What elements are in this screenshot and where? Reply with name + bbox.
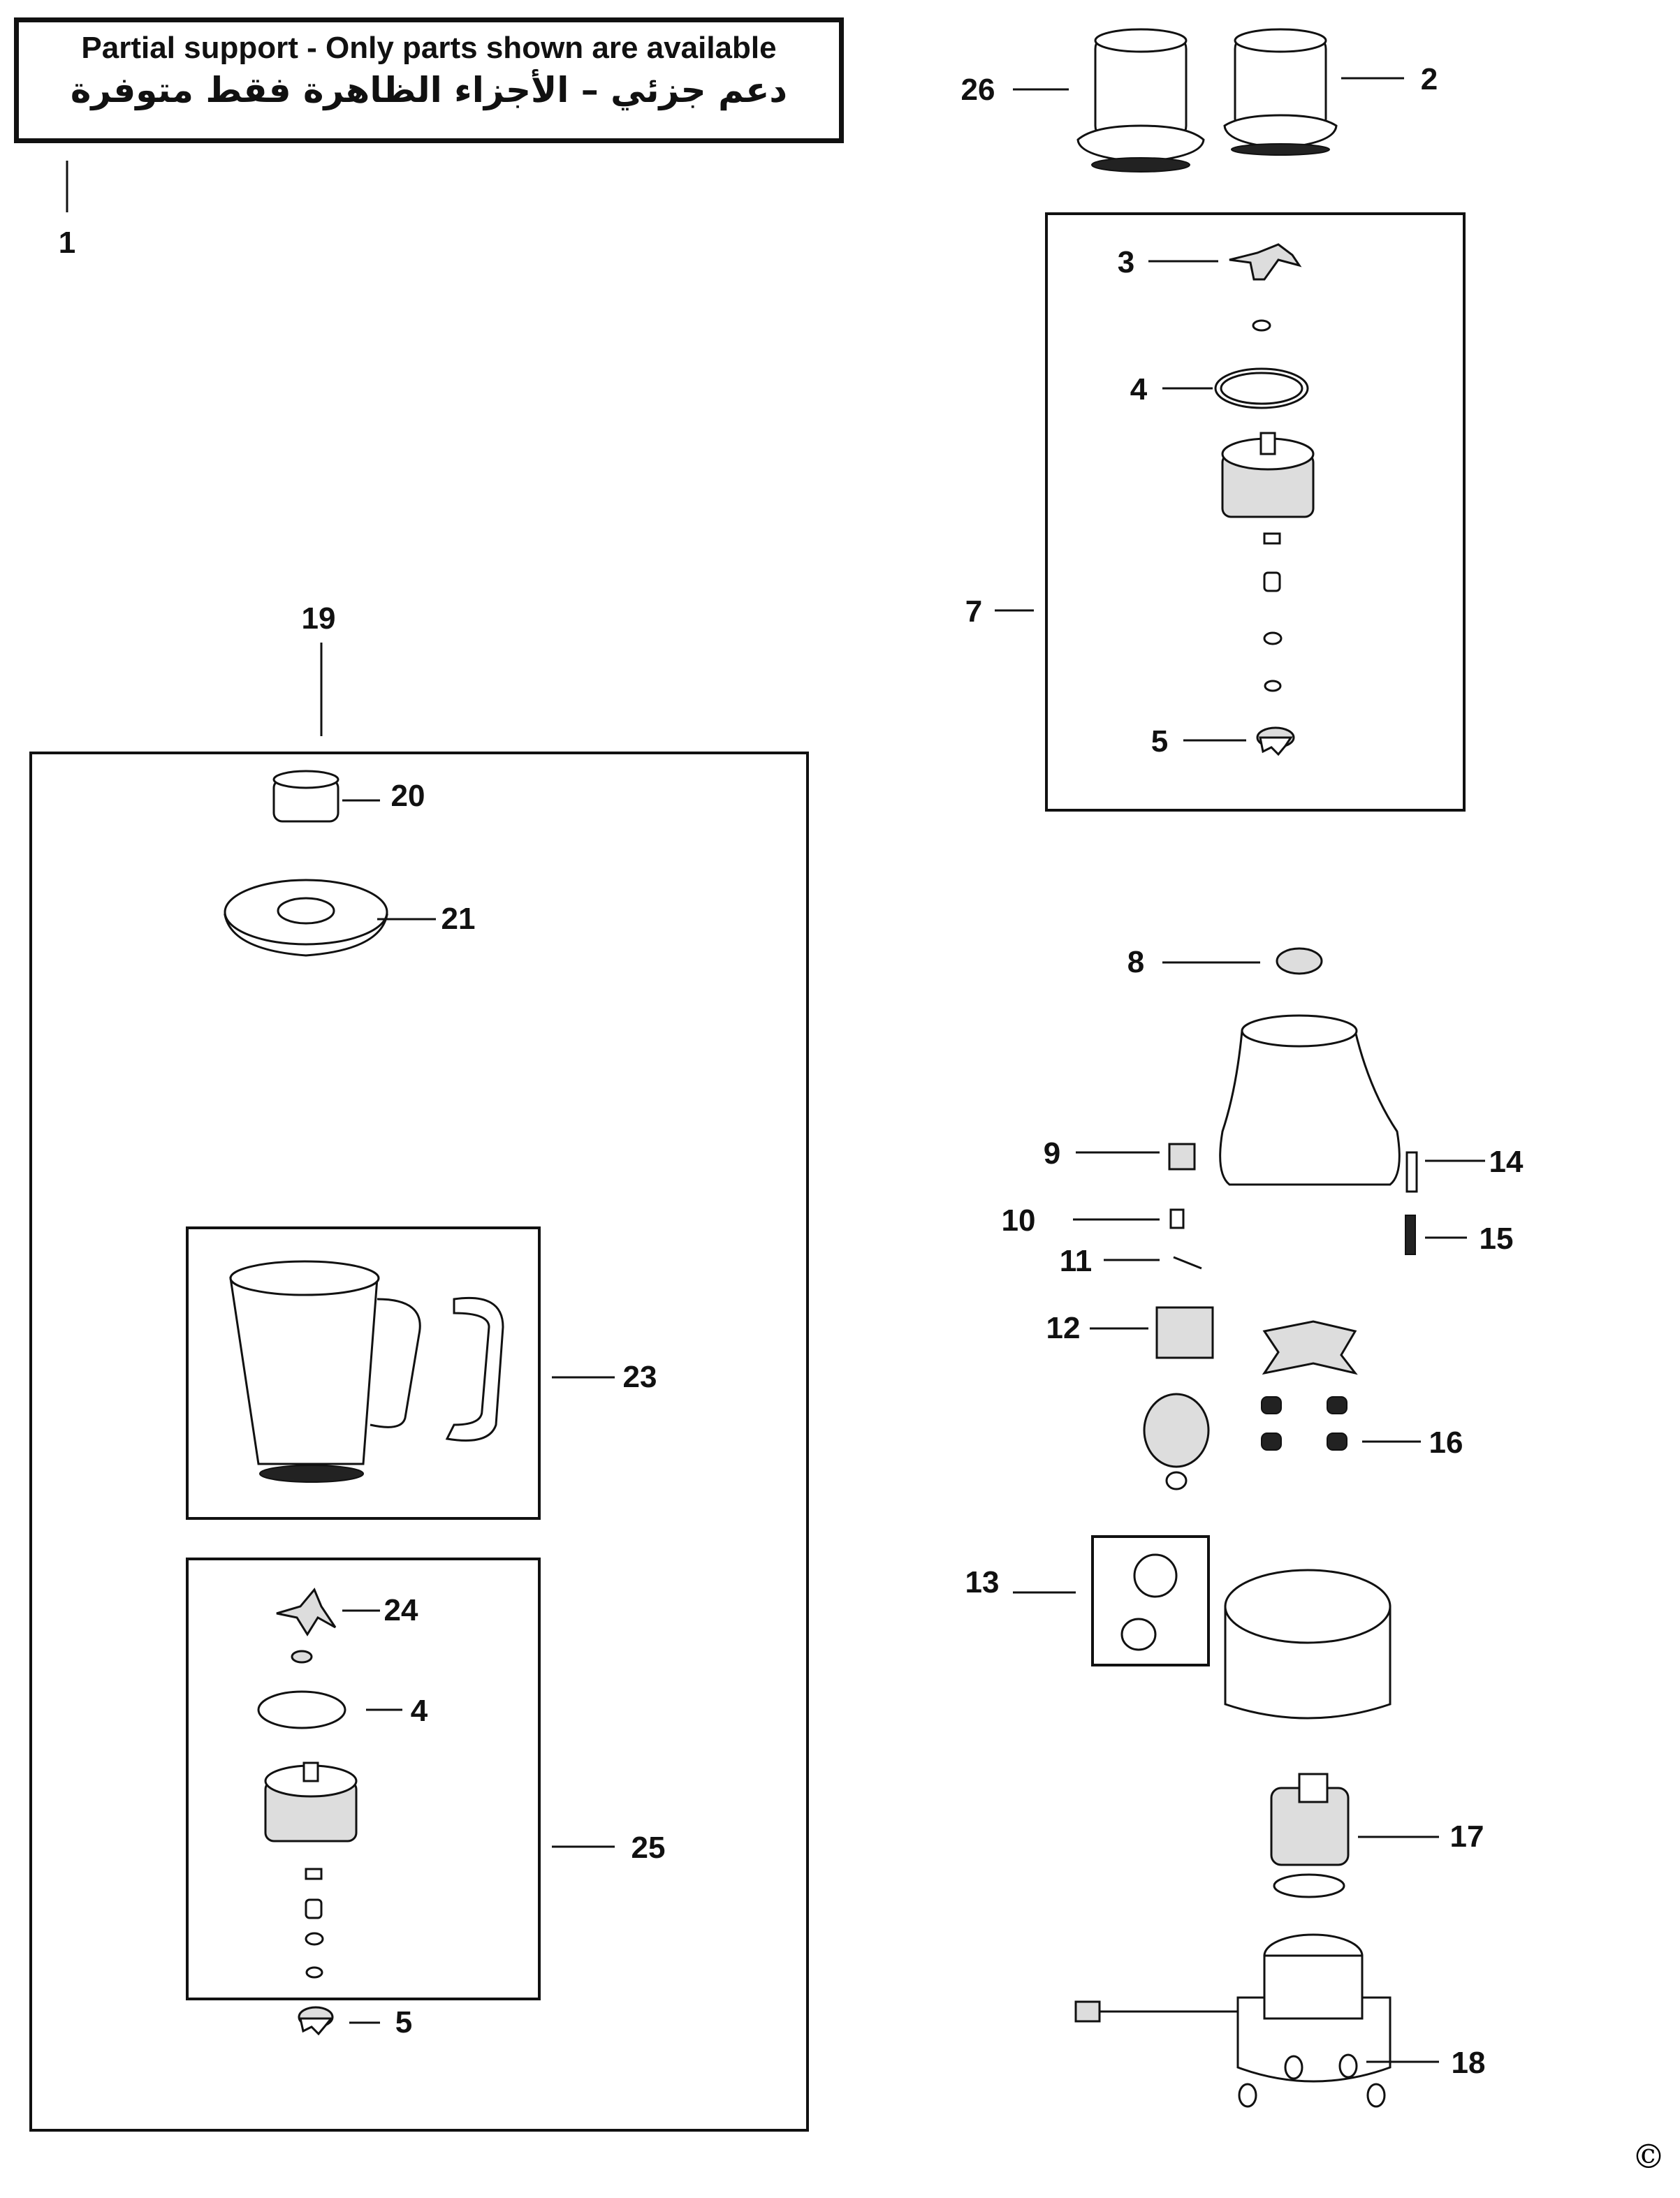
part-10-actuator: [1169, 1208, 1185, 1229]
panel-knob-hole: [1133, 1553, 1178, 1598]
label-3: 3: [1118, 245, 1134, 279]
part-3-blade: [1229, 243, 1302, 281]
washer: [291, 1650, 313, 1664]
label-10: 10: [1002, 1203, 1036, 1238]
part-5-coupler: [298, 2006, 334, 2036]
knob: [1143, 1393, 1210, 1468]
label-14: 14: [1489, 1145, 1524, 1179]
seal-ring-inner: [1220, 372, 1303, 405]
label-4b: 4: [411, 1694, 428, 1728]
notice-arabic: دعم جزئي – الأجزاء الظاهرة فقط متوفرة: [70, 70, 788, 110]
nut: [1165, 1471, 1188, 1490]
washer: [305, 1966, 323, 1979]
bushing: [1263, 532, 1281, 545]
part-18-feet-screws: [1238, 2053, 1386, 2108]
motor-housing: [1224, 1569, 1392, 1720]
label-4: 4: [1130, 372, 1148, 406]
part-4-seal-ring: [257, 1690, 346, 1729]
part-26-cup: [1076, 28, 1205, 173]
part-11-spring: [1173, 1256, 1202, 1270]
notice-english: Partial support - Only parts shown are a…: [81, 31, 777, 65]
label-5b: 5: [395, 2005, 412, 2039]
part-21-lid: [224, 879, 388, 957]
label-20: 20: [391, 779, 425, 813]
label-21: 21: [441, 902, 476, 936]
spacer: [1263, 571, 1281, 592]
jug-assembly-box-19: [29, 752, 809, 2132]
blade-assembly-box-7: [1045, 212, 1466, 812]
bushing: [305, 1868, 323, 1880]
panel-button-hole: [1120, 1618, 1157, 1651]
washer: [1264, 680, 1282, 692]
label-1: 1: [59, 226, 75, 260]
blade-holder: [1221, 432, 1315, 518]
washer: [1263, 631, 1283, 645]
label-2: 2: [1421, 62, 1438, 96]
label-26: 26: [961, 73, 995, 107]
label-18: 18: [1452, 2046, 1486, 2080]
label-12: 12: [1046, 1311, 1081, 1345]
partial-support-notice: Partial support - Only parts shown are a…: [14, 17, 844, 143]
label-9: 9: [1044, 1136, 1060, 1171]
label-23: 23: [623, 1360, 657, 1394]
label-25: 25: [631, 1831, 666, 1865]
jug-box-23: [186, 1226, 541, 1520]
part-9-switch: [1168, 1143, 1196, 1171]
label-16: 16: [1429, 1426, 1463, 1460]
part-2-cup: [1223, 28, 1338, 156]
label-24: 24: [384, 1593, 418, 1627]
part-20-cap: [272, 770, 339, 823]
part-16-feet: [1261, 1396, 1347, 1451]
part-23-jug: [229, 1260, 504, 1483]
label-11: 11: [1060, 1244, 1093, 1278]
part-12-knob-plate: [1155, 1306, 1214, 1359]
label-5: 5: [1151, 724, 1168, 759]
part-14-pin: [1405, 1151, 1418, 1193]
part-17-motor: [1270, 1773, 1350, 1898]
part-15-rod: [1405, 1215, 1416, 1255]
label-7: 7: [965, 594, 982, 629]
label-17: 17: [1450, 1819, 1484, 1854]
mounting-plate: [1262, 1320, 1358, 1375]
label-15: 15: [1480, 1222, 1514, 1256]
washer: [1252, 319, 1271, 332]
part-24-blade: [276, 1588, 337, 1636]
blade-holder: [264, 1761, 358, 1842]
label-13: 13: [965, 1565, 1000, 1599]
part-5-coupler: [1256, 726, 1295, 756]
washer: [305, 1932, 324, 1946]
label-8: 8: [1127, 945, 1144, 979]
part-8-coupler: [1276, 947, 1323, 975]
label-19: 19: [302, 601, 336, 636]
spacer: [305, 1898, 323, 1919]
upper-housing: [1219, 1014, 1401, 1186]
blade-box-25: [186, 1558, 541, 2000]
part-4-seal-ring: [1214, 367, 1309, 409]
part-13-switch-panel: [1091, 1535, 1210, 1666]
copyright-mark: ©: [1632, 2137, 1665, 2176]
